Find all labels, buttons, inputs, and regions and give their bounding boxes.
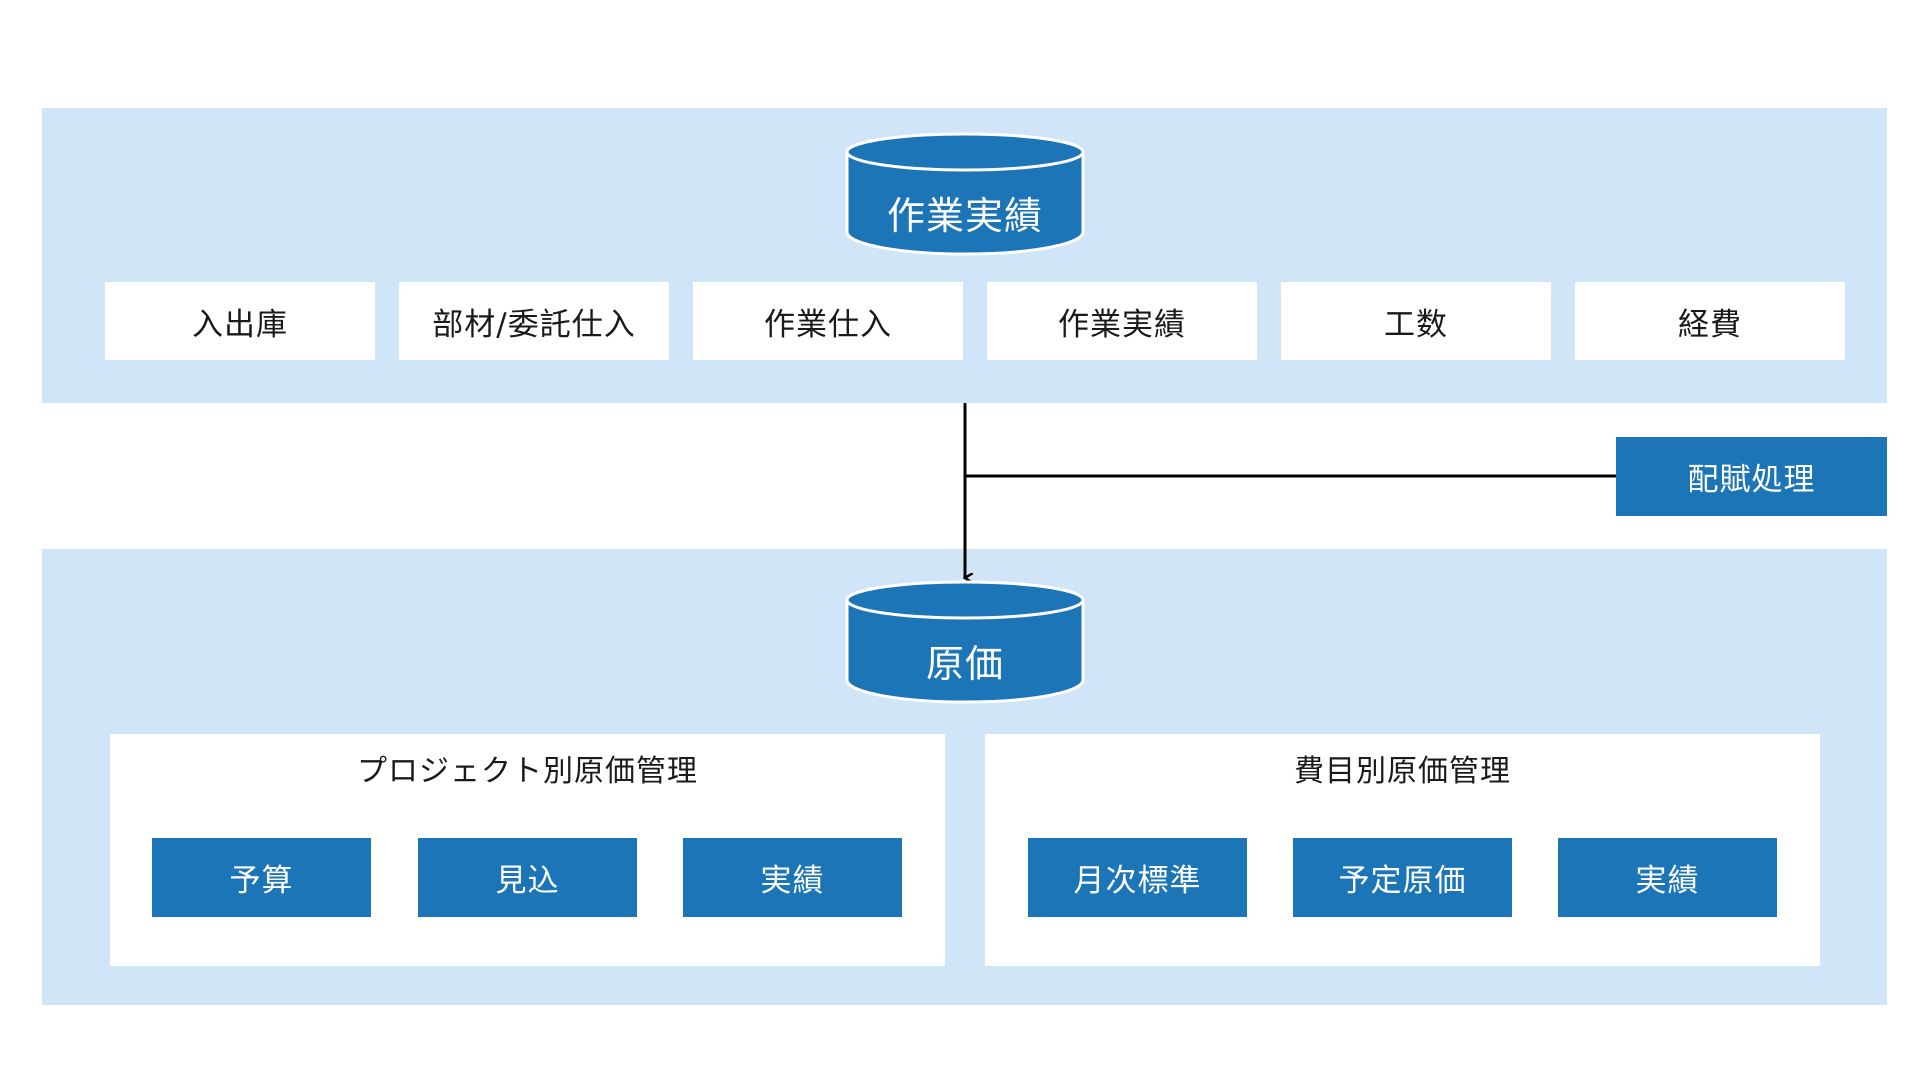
source-man-hours: 工数: [1281, 282, 1551, 360]
project-actual-box: 実績: [683, 838, 902, 917]
source-inout-stock: 入出庫: [105, 282, 375, 360]
source-expenses: 経費: [1575, 282, 1845, 360]
source-parts-outsourcing-purchase: 部材/委託仕入: [399, 282, 669, 360]
database-label: 原価: [925, 642, 1004, 686]
monthly-standard-box: 月次標準: [1028, 838, 1247, 917]
work-results-database: 作業実績: [845, 132, 1085, 256]
planned-cost-box: 予定原価: [1293, 838, 1512, 917]
database-label: 作業実績: [886, 194, 1043, 238]
project-cost-panel: プロジェクト別原価管理 予算 見込 実績: [110, 734, 945, 966]
database-cylinder-icon: [845, 580, 1085, 704]
allocation-process-box: 配賦処理: [1616, 437, 1887, 516]
panel-title: 費目別原価管理: [1294, 754, 1511, 789]
panel-title: プロジェクト別原価管理: [357, 754, 698, 789]
source-work-purchase: 作業仕入: [693, 282, 963, 360]
project-forecast-box: 見込: [418, 838, 637, 917]
project-budget-box: 予算: [152, 838, 371, 917]
source-work-results: 作業実績: [987, 282, 1257, 360]
expense-actual-box: 実績: [1558, 838, 1777, 917]
database-cylinder-icon: [845, 132, 1085, 256]
cost-database: 原価: [845, 580, 1085, 704]
expense-item-cost-panel: 費目別原価管理 月次標準 予定原価 実績: [985, 734, 1820, 966]
